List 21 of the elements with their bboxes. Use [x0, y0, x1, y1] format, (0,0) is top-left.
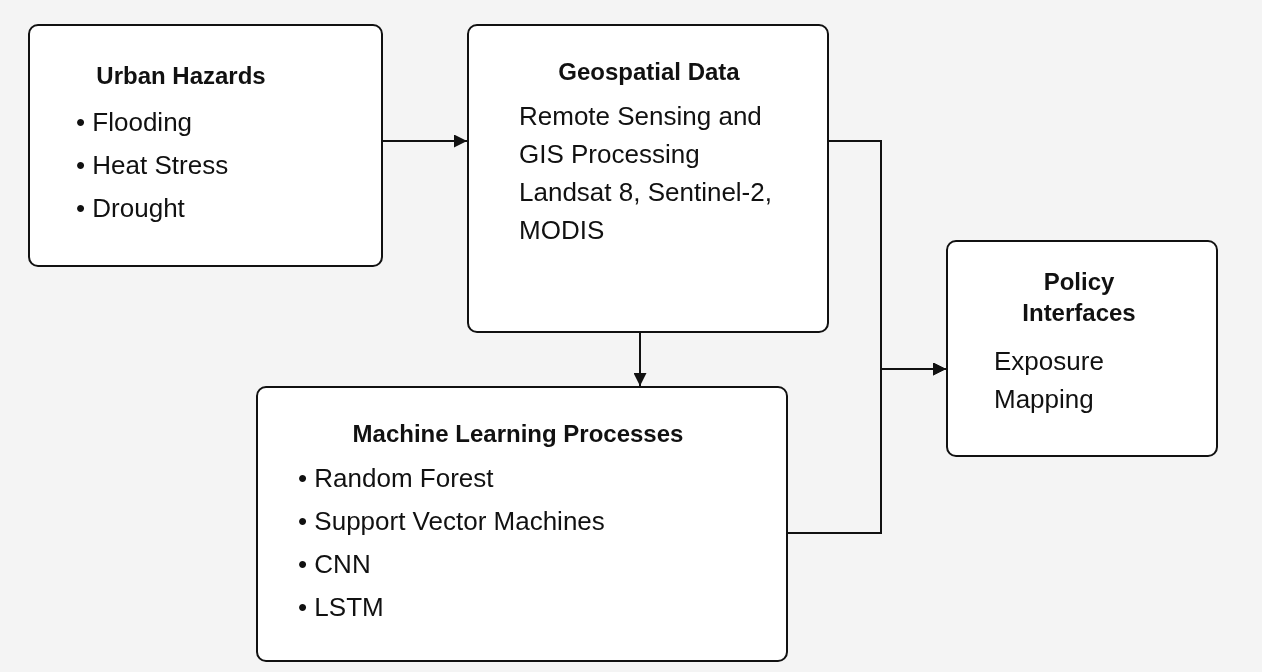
- process-box: [946, 240, 1218, 457]
- body-text: • Support Vector Machines: [298, 505, 605, 539]
- body-text: • CNN: [298, 548, 371, 582]
- box-heading: Urban Hazards: [95, 61, 267, 91]
- arrow: [382, 134, 468, 148]
- box-heading: Geospatial Data: [557, 57, 741, 87]
- body-text: • Random Forest: [298, 462, 494, 496]
- body-text: Remote Sensing and GIS Processing: [519, 100, 763, 172]
- process-box: [256, 386, 788, 662]
- body-text: • Drought: [76, 192, 185, 226]
- body-text: • LSTM: [298, 591, 384, 625]
- process-box: [467, 24, 829, 333]
- box-heading: Machine Learning Processes: [351, 419, 685, 449]
- box-heading: Policy Interfaces: [1021, 267, 1137, 329]
- body-text: • Flooding: [76, 106, 193, 140]
- body-text: Exposure Mapping: [994, 345, 1105, 417]
- arrow: [787, 362, 947, 534]
- arrow: [633, 332, 647, 387]
- body-text: • Heat Stress: [76, 149, 229, 183]
- process-box: [28, 24, 383, 267]
- body-text: Landsat 8, Sentinel-2, MODIS: [519, 176, 773, 248]
